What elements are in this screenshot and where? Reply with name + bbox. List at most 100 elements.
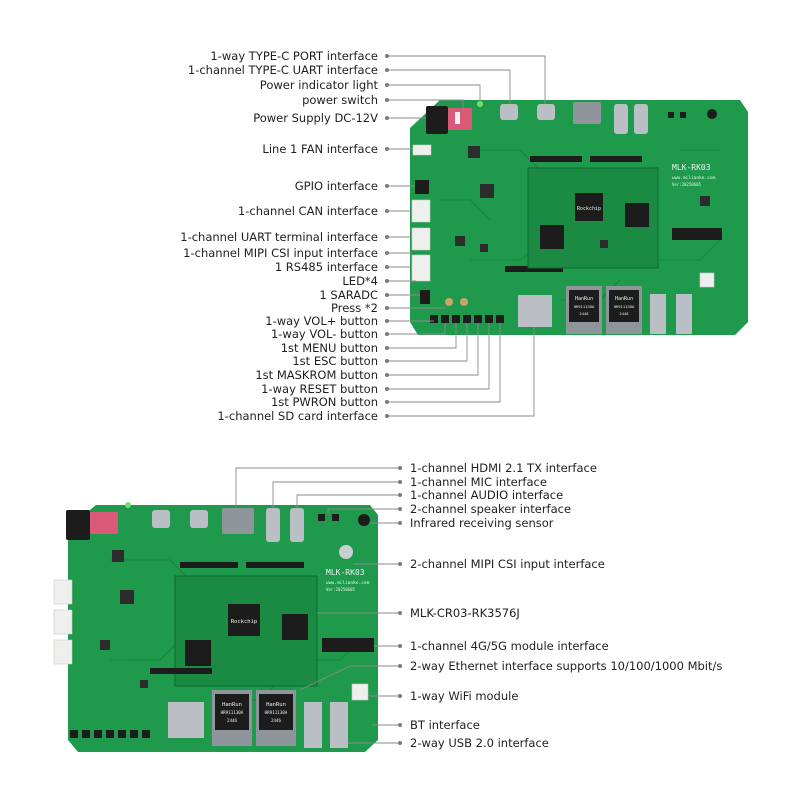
top-leader-dot-4 [385, 116, 389, 120]
b-power-led [125, 502, 131, 508]
bottom-leader-dot-10 [398, 723, 402, 727]
top-leader-dot-8 [385, 235, 389, 239]
top-leader-dot-17 [385, 359, 389, 363]
typec-uart [537, 104, 555, 120]
sd-card-slot [518, 295, 552, 327]
wifi-module [700, 273, 714, 287]
eth1-code: 2446 [579, 311, 589, 316]
bottom-leader-dot-1 [398, 480, 402, 484]
top-ver-silk: Ver:20250605 [672, 182, 701, 187]
bottom-label-0: 1-channel HDMI 2.1 TX interface [410, 461, 597, 475]
top-label-3: power switch [302, 93, 378, 107]
bottom-label-1: 1-channel MIC interface [410, 475, 547, 489]
top-label-13: Press *2 [331, 301, 378, 315]
b-wifi-module [352, 684, 368, 700]
top-button-row [430, 315, 504, 323]
bottom-label-6: MLK-CR03-RK3576J [410, 606, 520, 620]
b-sd-slot [168, 702, 204, 738]
top-label-1: 1-channel TYPE-C UART interface [188, 63, 378, 77]
eth1-part: HR911130A [574, 304, 595, 309]
bottom-label-10: BT interface [410, 718, 480, 732]
top-label-12: 1 SARADC [319, 288, 378, 302]
top-leader-dot-0 [385, 54, 389, 58]
b-ram-2 [185, 640, 211, 666]
top-label-17: 1st ESC button [292, 354, 378, 368]
top-label-4: Power Supply DC-12V [253, 111, 378, 125]
top-leader-2 [387, 85, 480, 102]
b-ir-sensor [358, 514, 370, 526]
b-power-switch [90, 512, 118, 534]
b-fpc-1 [180, 562, 238, 568]
gpio-header [415, 180, 429, 194]
b-ram-1 [282, 614, 308, 640]
speaker-conn-2 [680, 112, 686, 118]
bottom-leader-dot-11 [398, 741, 402, 745]
top-leader-dot-9 [385, 251, 389, 255]
speaker-conn-1 [668, 112, 674, 118]
m2-slot [672, 228, 722, 240]
top-leader-dot-21 [385, 414, 389, 418]
b-audio-jack [290, 508, 304, 542]
b-speaker-2 [332, 514, 339, 521]
top-leader-dot-7 [385, 209, 389, 213]
b-m2-slot [322, 638, 374, 652]
bottom-leader-dot-3 [398, 507, 402, 511]
top-leader-dot-3 [385, 98, 389, 102]
top-label-8: 1-channel UART terminal interface [180, 230, 378, 244]
bottom-leader-dot-7 [398, 644, 402, 648]
bottom-leader-0 [236, 468, 400, 508]
uart-connector [412, 228, 430, 250]
top-label-14: 1-way VOL+ button [265, 314, 378, 328]
ram-chip-1 [625, 203, 649, 227]
b-model-silk: MLK-RK03 [326, 568, 365, 577]
bottom-leader-dot-0 [398, 466, 402, 470]
b-ver-silk: Ver:20250605 [326, 587, 355, 592]
top-label-21: 1-channel SD card interface [217, 409, 378, 423]
top-label-6: GPIO interface [295, 179, 378, 193]
top-label-5: Line 1 FAN interface [262, 142, 378, 156]
eth2-code: 2446 [619, 311, 629, 316]
typec-port [500, 104, 518, 120]
b-dc-jack [66, 510, 90, 540]
b-fpc-2 [246, 562, 304, 568]
b-usb-1 [304, 702, 322, 748]
bottom-leader-dot-6 [398, 611, 402, 615]
top-leader-dot-20 [385, 400, 389, 404]
soc-silk: Rockchip [577, 206, 601, 212]
bottom-leader-dot-5 [398, 562, 402, 566]
b-usb-2 [330, 702, 348, 748]
eth2-brand: HanRun [615, 296, 633, 302]
dc-jack [426, 106, 448, 134]
b-site-silk: www.milianke.com [326, 580, 370, 586]
top-site-silk: www.milianke.com [672, 175, 716, 181]
top-label-20: 1st PWRON button [271, 395, 378, 409]
top-leader-dot-12 [385, 293, 389, 297]
top-label-9: 1-channel MIPI CSI input interface [183, 246, 378, 260]
top-leader-dot-2 [385, 83, 389, 87]
top-label-2: Power indicator light [260, 78, 379, 92]
bottom-labels: 1-channel HDMI 2.1 TX interface1-channel… [410, 461, 722, 750]
bottom-label-7: 1-channel 4G/5G module interface [410, 639, 609, 653]
top-leader-21 [387, 327, 534, 416]
b-mic-jack [266, 508, 280, 542]
top-leader-dot-10 [385, 265, 389, 269]
b-eth2-brand: HanRun [266, 702, 286, 708]
top-label-0: 1-way TYPE-C PORT interface [210, 49, 378, 63]
eth2-part: HR911130A [614, 304, 635, 309]
b-soc-silk: Rockchip [231, 619, 258, 625]
ir-sensor [707, 109, 717, 119]
audio-jack-1 [614, 104, 628, 134]
press-button-2 [460, 298, 468, 306]
b-button-row [70, 730, 150, 738]
bottom-leader-dot-8 [398, 664, 402, 668]
b-speaker-1 [318, 514, 325, 521]
bottom-label-2: 1-channel AUDIO interface [410, 488, 563, 502]
b-typec-1 [152, 510, 170, 528]
bottom-board: Rockchip MLK-RK03 www.milianke.com Ver:2… [54, 502, 378, 752]
top-leader-dot-18 [385, 373, 389, 377]
rs485-connector [412, 255, 430, 281]
usb-port-1 [650, 294, 666, 334]
fpc-connector-2 [590, 156, 642, 162]
top-leader-1 [387, 70, 510, 104]
